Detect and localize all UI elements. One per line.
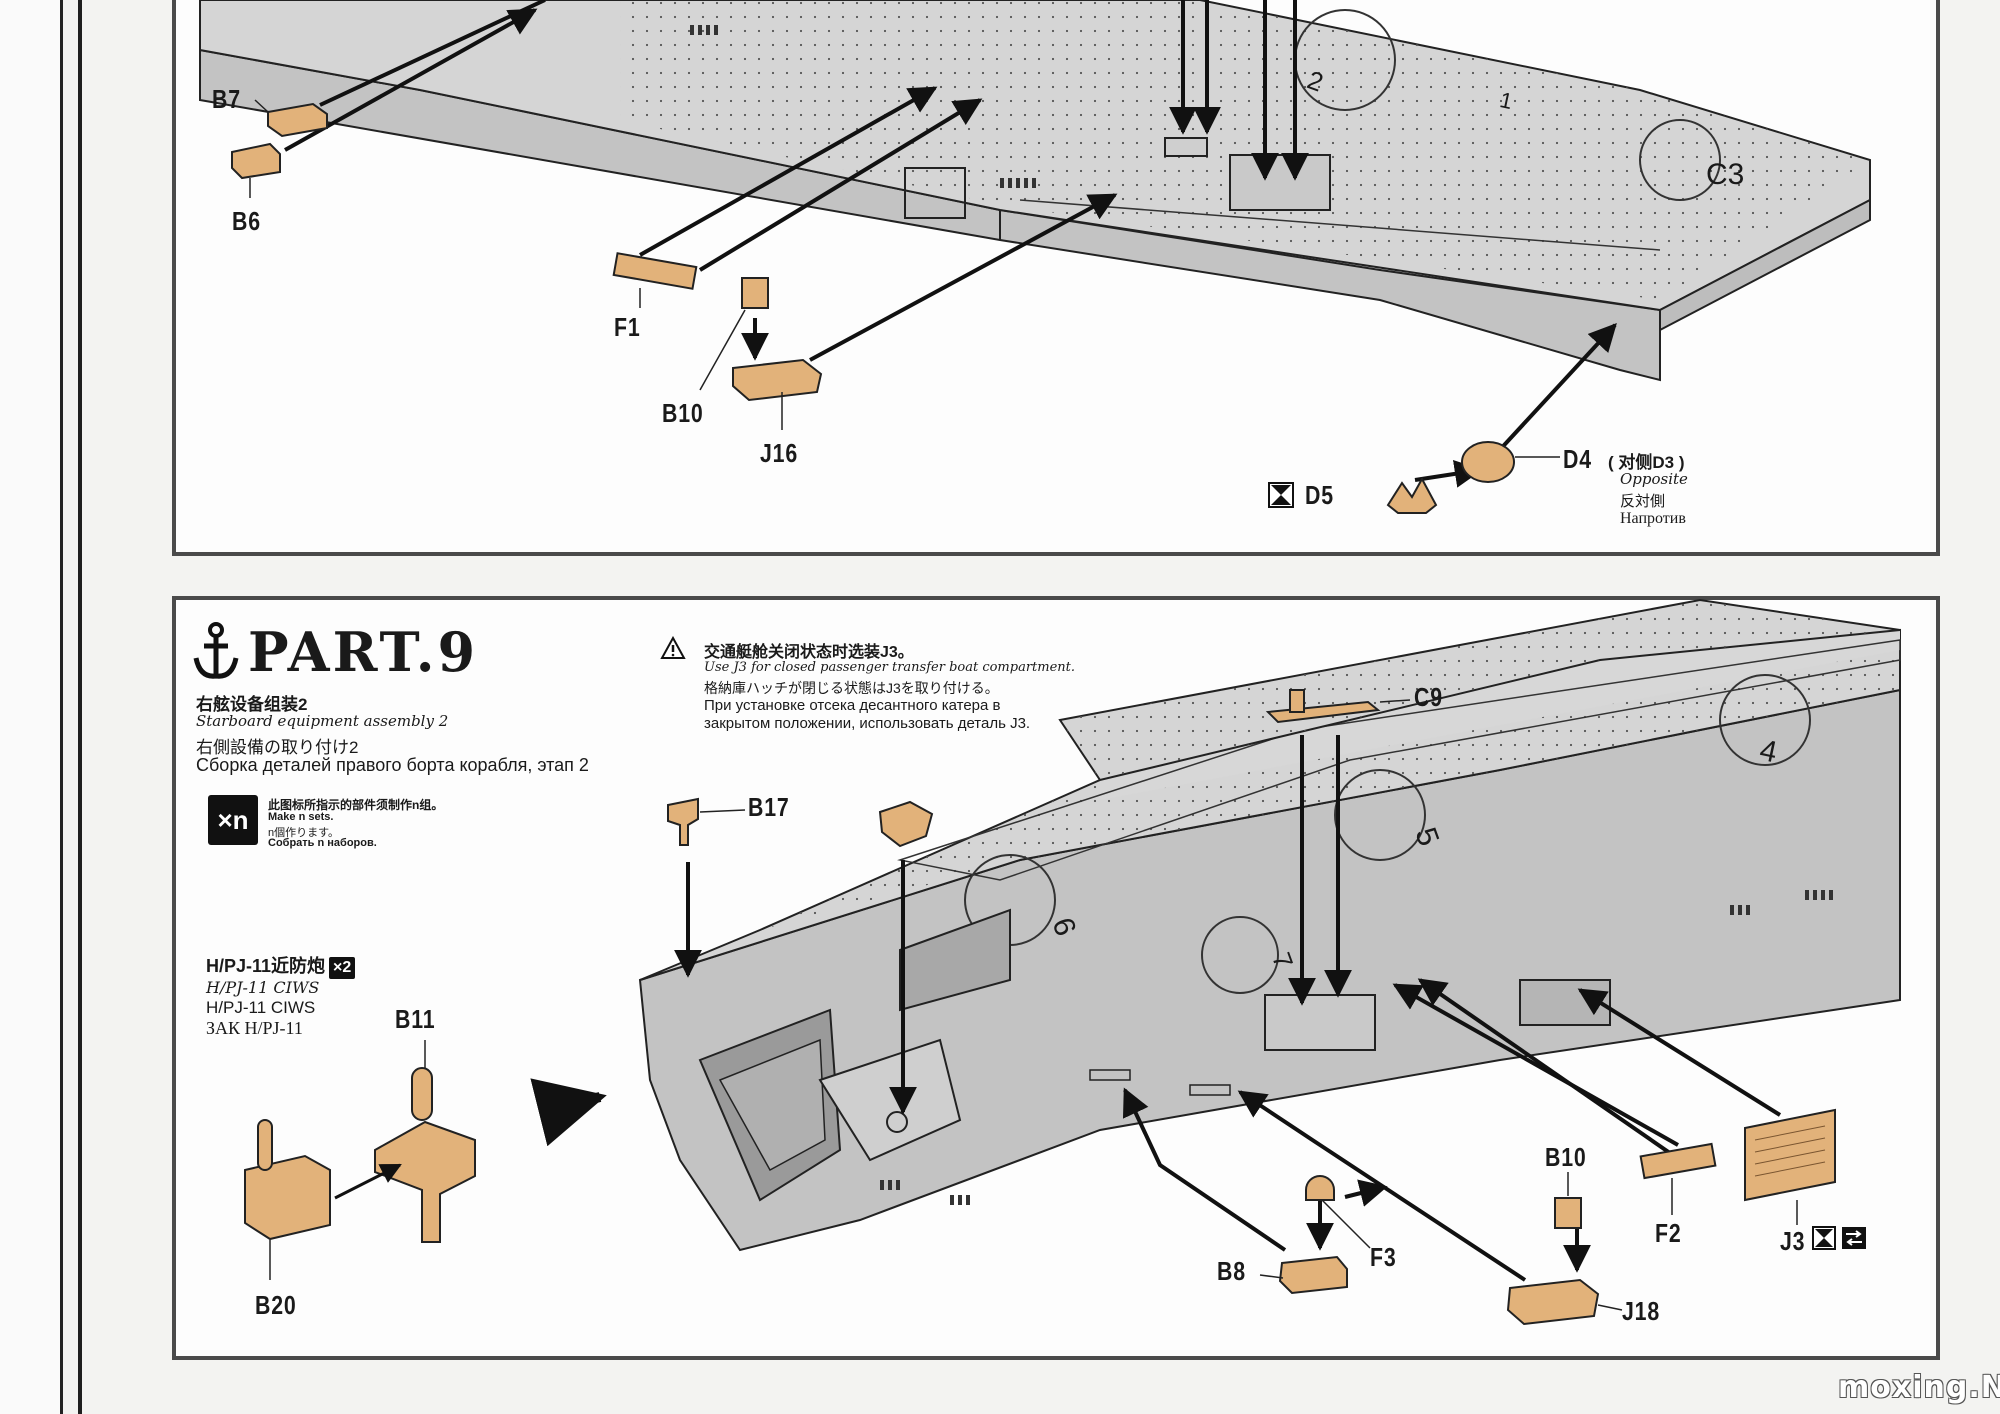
hourglass-swap-icons bbox=[1812, 1226, 1866, 1250]
hourglass-icon bbox=[1268, 482, 1294, 508]
warning-ru-2: закрытом положении, использовать деталь … bbox=[704, 715, 1031, 732]
ciws-ru: ЗАК H/PJ-11 bbox=[206, 1018, 303, 1038]
label-c9: C9 bbox=[1414, 682, 1443, 712]
part-b17 bbox=[667, 797, 699, 846]
part-f1 bbox=[612, 252, 698, 290]
anchor-icon bbox=[193, 622, 239, 679]
part-b11 bbox=[374, 1120, 476, 1243]
watermark: moxing.NET bbox=[1838, 1370, 2000, 1405]
warning-cn: 交通艇舱关闭状态时选装J3。 bbox=[704, 644, 914, 661]
subtitle-ru: Сборка деталей правого борта корабля, эт… bbox=[196, 755, 589, 775]
ciws-multiplier: ×2 bbox=[329, 957, 356, 979]
label-f1: F1 bbox=[614, 312, 641, 342]
label-opposite-ru: Напротив bbox=[1620, 510, 1686, 527]
part-b20 bbox=[244, 1154, 331, 1241]
ciws-en-italic: H/PJ-11 CIWS bbox=[206, 978, 320, 997]
label-d4-opposite-note: ( 对侧D3 ) bbox=[1608, 453, 1685, 472]
label-j18: J18 bbox=[1622, 1296, 1661, 1326]
xn-en: Make n sets. bbox=[268, 811, 334, 823]
xn-ru: Собрать n наборов. bbox=[268, 837, 377, 849]
hourglass-icon-j3 bbox=[1812, 1226, 1836, 1250]
part-b6 bbox=[231, 142, 281, 180]
sponson-part9 bbox=[1264, 994, 1376, 1051]
warning-jp: 格納庫ハッチが閉じる状態はJ3を取り付ける。 bbox=[704, 680, 999, 696]
part-d5 bbox=[1386, 476, 1438, 514]
warning-icon bbox=[660, 636, 686, 659]
part-b8 bbox=[1278, 1255, 1348, 1295]
landing-spot-4 bbox=[1719, 674, 1811, 766]
warning-en: Use J3 for closed passenger transfer boa… bbox=[704, 660, 1076, 675]
label-b20: B20 bbox=[255, 1290, 297, 1320]
swap-icon bbox=[1842, 1227, 1866, 1249]
subtitle-cn: 右舷设备组装2 bbox=[196, 695, 308, 714]
subtitle-en: Starboard equipment assembly 2 bbox=[196, 712, 449, 730]
part-c9 bbox=[1265, 700, 1381, 724]
part-title: PART.9 bbox=[248, 620, 479, 684]
part-ciws-top bbox=[878, 800, 934, 848]
label-opposite-jp: 反対側 bbox=[1620, 493, 1666, 510]
label-b8: B8 bbox=[1217, 1256, 1246, 1286]
part-j18 bbox=[1506, 1278, 1600, 1326]
label-b17: B17 bbox=[748, 792, 790, 822]
deck-sponson bbox=[1229, 154, 1331, 211]
ciws-cn: H/PJ-11近防炮×2 bbox=[206, 952, 356, 979]
part-j3 bbox=[1744, 1108, 1836, 1202]
binder-strip bbox=[0, 0, 63, 1414]
subtitle-jp: 右側設備の取り付け2 bbox=[196, 738, 359, 757]
label-b11: B11 bbox=[395, 1004, 436, 1034]
part-f2 bbox=[1639, 1142, 1717, 1180]
binder-line bbox=[78, 0, 82, 1414]
ciws-cn-text: H/PJ-11近防炮 bbox=[206, 956, 326, 976]
label-b7: B7 bbox=[212, 84, 241, 114]
hull-hatch bbox=[904, 167, 966, 219]
label-j3: J3 bbox=[1780, 1226, 1806, 1256]
label-d4: D4 bbox=[1563, 444, 1592, 474]
part-b10-bottom bbox=[1554, 1197, 1582, 1229]
label-b6: B6 bbox=[232, 206, 261, 236]
label-b10-top: B10 bbox=[662, 398, 704, 428]
warning-ru-1: При установке отсека десантного катера в bbox=[704, 697, 1001, 714]
xn-cn: 此图标所指示的部件须制作n组。 bbox=[268, 798, 444, 812]
landing-spot-3 bbox=[1639, 119, 1721, 201]
deck-number-c3: C3 bbox=[1706, 158, 1745, 191]
label-f2: F2 bbox=[1655, 1218, 1682, 1248]
xn-jp: n個作ります。 bbox=[268, 827, 340, 839]
landing-spot-7 bbox=[1201, 916, 1279, 994]
label-j16: J16 bbox=[760, 438, 799, 468]
landing-spot-5 bbox=[1334, 769, 1426, 861]
label-b10-bottom: B10 bbox=[1545, 1142, 1587, 1172]
part-d4 bbox=[1461, 441, 1515, 483]
part-b10-top bbox=[741, 277, 769, 309]
part-b7 bbox=[267, 102, 328, 138]
part-j16 bbox=[732, 358, 823, 402]
part-f3 bbox=[1305, 1175, 1335, 1201]
xn-icon: ×n bbox=[208, 795, 258, 845]
ciws-en: H/PJ-11 CIWS bbox=[206, 998, 316, 1017]
label-d5: D5 bbox=[1305, 480, 1334, 510]
label-opposite-en: Opposite bbox=[1620, 470, 1688, 488]
label-f3: F3 bbox=[1370, 1242, 1397, 1272]
